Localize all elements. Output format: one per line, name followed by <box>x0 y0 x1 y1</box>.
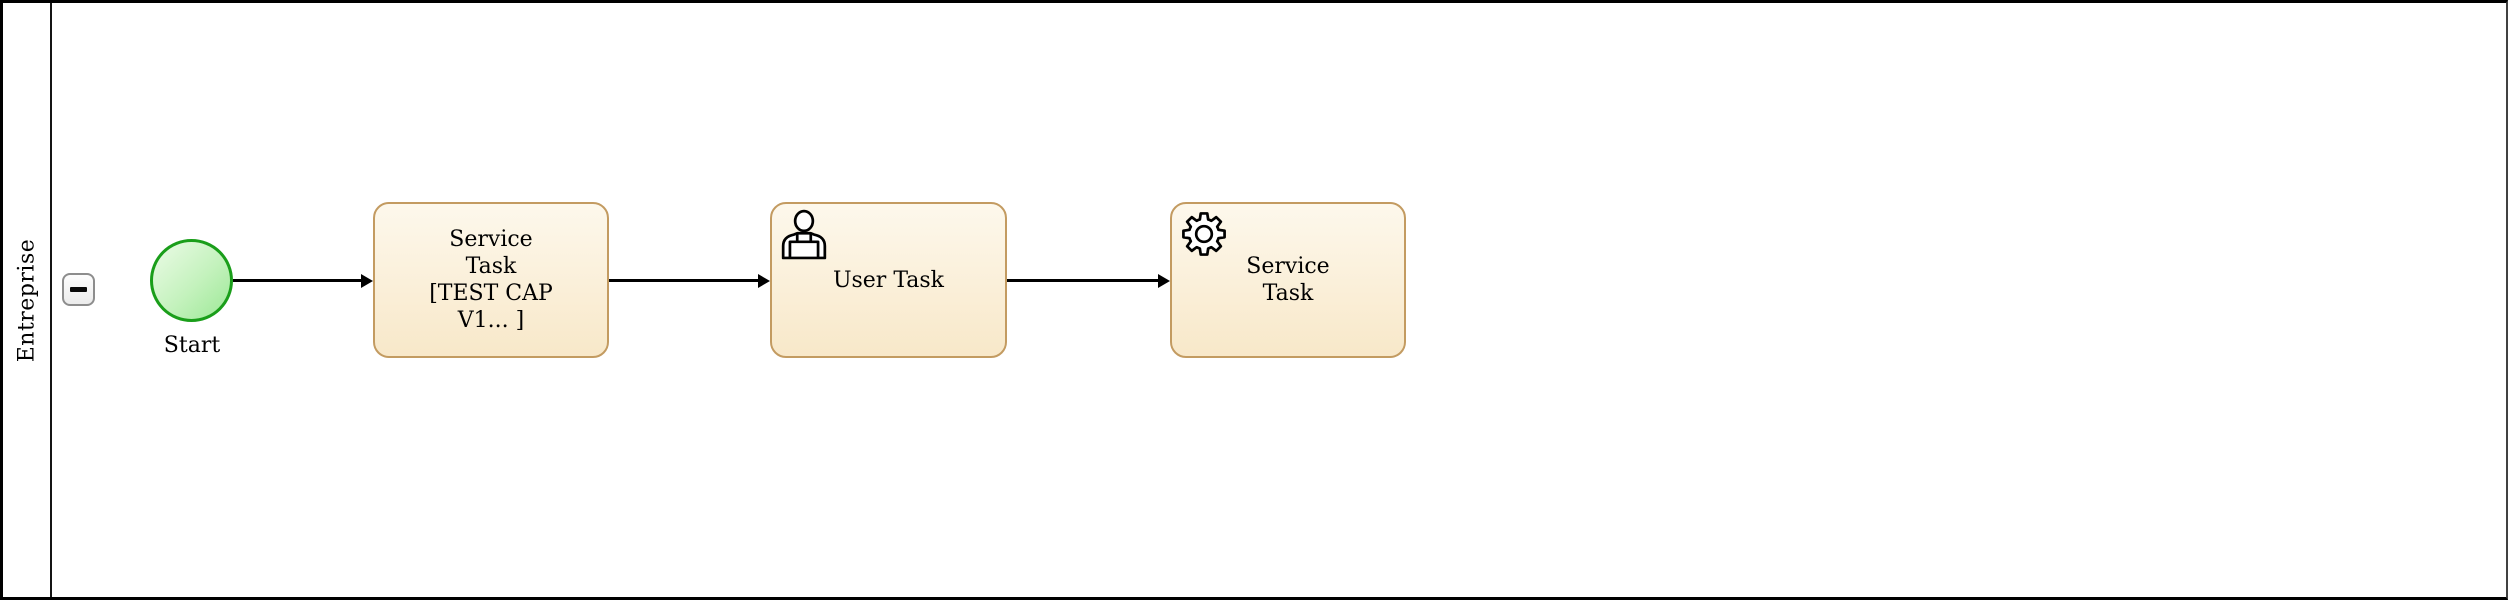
task-label-line: Service <box>1246 254 1330 279</box>
task-label: Service Task <box>1246 253 1329 307</box>
task-label-line: [TEST CAP <box>429 281 553 306</box>
task-label: User Task <box>833 267 944 294</box>
task-label-line: Task <box>1262 281 1314 306</box>
task-label: Service Task [TEST CAP V1... ] <box>429 226 553 334</box>
arrowhead-icon <box>361 273 373 288</box>
arrowhead-icon <box>758 273 770 288</box>
sequence-flow-1[interactable] <box>233 273 373 288</box>
task-user[interactable]: User Task <box>770 202 1007 358</box>
sequence-flow-3[interactable] <box>1007 273 1170 288</box>
minus-icon <box>70 287 87 292</box>
task-label-line: Service <box>449 227 533 252</box>
collapse-button[interactable] <box>62 273 95 306</box>
task-label-line: Task <box>465 254 517 279</box>
task-service-1[interactable]: Service Task [TEST CAP V1... ] <box>373 202 609 358</box>
task-service-2[interactable]: Service Task <box>1170 202 1406 358</box>
sequence-flow-2[interactable] <box>609 273 770 288</box>
lane-label: Entreprise <box>14 238 39 362</box>
start-event[interactable] <box>150 239 233 322</box>
gear-icon <box>1179 208 1229 260</box>
task-label-line: V1... ] <box>457 308 525 333</box>
user-icon <box>779 208 829 260</box>
lane-header: Entreprise <box>3 3 52 597</box>
arrowhead-icon <box>1158 273 1170 288</box>
task-label-line: User Task <box>832 267 945 293</box>
start-event-label: Start <box>163 333 221 358</box>
